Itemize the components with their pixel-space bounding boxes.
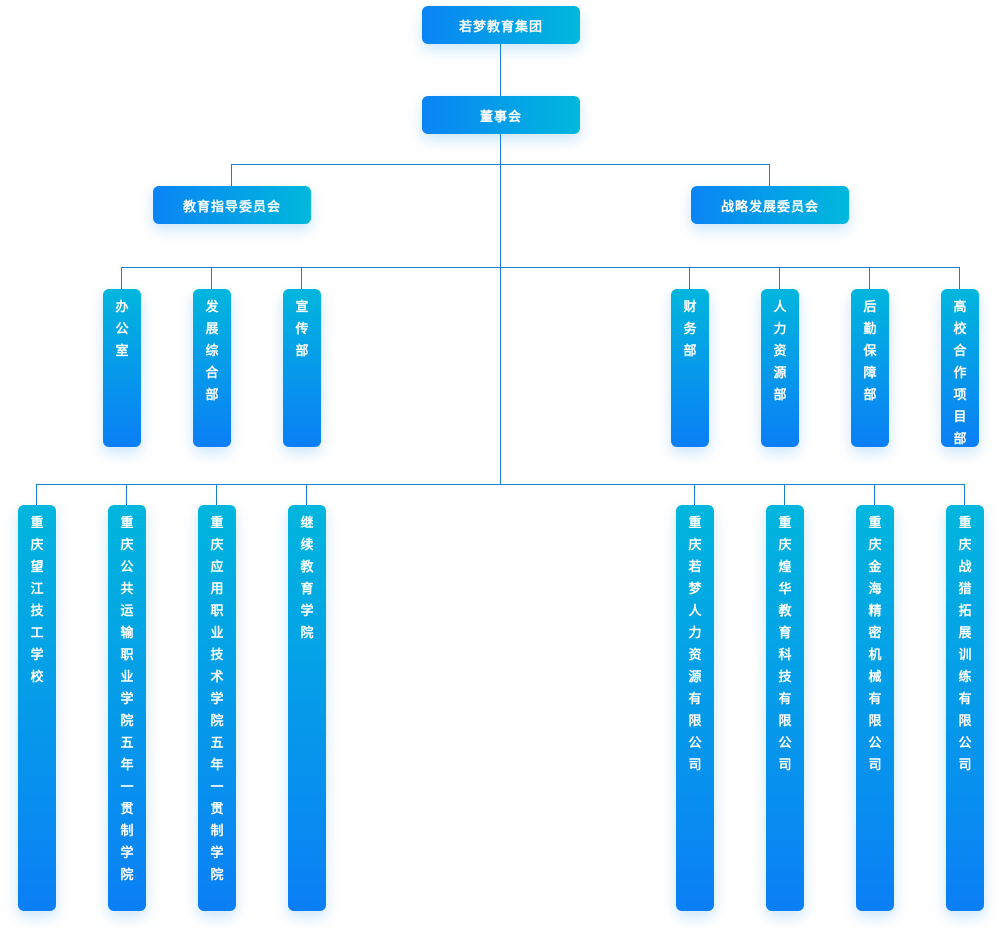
dept-label: 财务部 xyxy=(683,300,697,359)
dept-label: 后勤保障部 xyxy=(863,300,877,403)
node-dept-development: 发展综合部 xyxy=(193,289,231,447)
dept-label: 宣传部 xyxy=(295,300,309,359)
node-inst-zhanlie-training-company: 重庆战猎拓展训练有限公司 xyxy=(946,505,984,911)
node-dept-logistics: 后勤保障部 xyxy=(851,289,889,447)
node-inst-jinhai-machinery-company: 重庆金海精密机械有限公司 xyxy=(856,505,894,911)
inst-label: 重庆煌华教育科技有限公司 xyxy=(778,516,792,773)
node-dept-publicity: 宣传部 xyxy=(283,289,321,447)
node-board: 董事会 xyxy=(422,96,580,134)
node-inst-huanghua-education-company: 重庆煌华教育科技有限公司 xyxy=(766,505,804,911)
inst-label: 重庆公共运输职业学院五年一贯制学院 xyxy=(120,516,134,883)
node-root: 若梦教育集团 xyxy=(422,6,580,44)
node-dept-hr: 人力资源部 xyxy=(761,289,799,447)
dept-label: 办公室 xyxy=(115,300,129,359)
node-committee-strategy: 战略发展委员会 xyxy=(691,186,849,224)
inst-label: 重庆金海精密机械有限公司 xyxy=(868,516,882,773)
dept-label: 发展综合部 xyxy=(205,300,219,403)
node-dept-university-cooperation: 高校合作项目部 xyxy=(941,289,979,447)
inst-label: 重庆战猎拓展训练有限公司 xyxy=(958,516,972,773)
node-dept-finance: 财务部 xyxy=(671,289,709,447)
inst-label: 重庆应用职业技术学院五年一贯制学院 xyxy=(210,516,224,883)
node-dept-office: 办公室 xyxy=(103,289,141,447)
node-inst-applied-vocational-college: 重庆应用职业技术学院五年一贯制学院 xyxy=(198,505,236,911)
inst-label: 重庆望江技工学校 xyxy=(30,516,44,685)
inst-label: 继续教育学院 xyxy=(300,516,314,641)
node-committee-education: 教育指导委员会 xyxy=(153,186,311,224)
node-inst-ruomeng-hr-company: 重庆若梦人力资源有限公司 xyxy=(676,505,714,911)
node-inst-wangjiang-technical-school: 重庆望江技工学校 xyxy=(18,505,56,911)
inst-label: 重庆若梦人力资源有限公司 xyxy=(688,516,702,773)
node-inst-continuing-education: 继续教育学院 xyxy=(288,505,326,911)
node-inst-public-transport-college: 重庆公共运输职业学院五年一贯制学院 xyxy=(108,505,146,911)
dept-label: 人力资源部 xyxy=(773,300,787,403)
dept-label: 高校合作项目部 xyxy=(953,300,967,447)
